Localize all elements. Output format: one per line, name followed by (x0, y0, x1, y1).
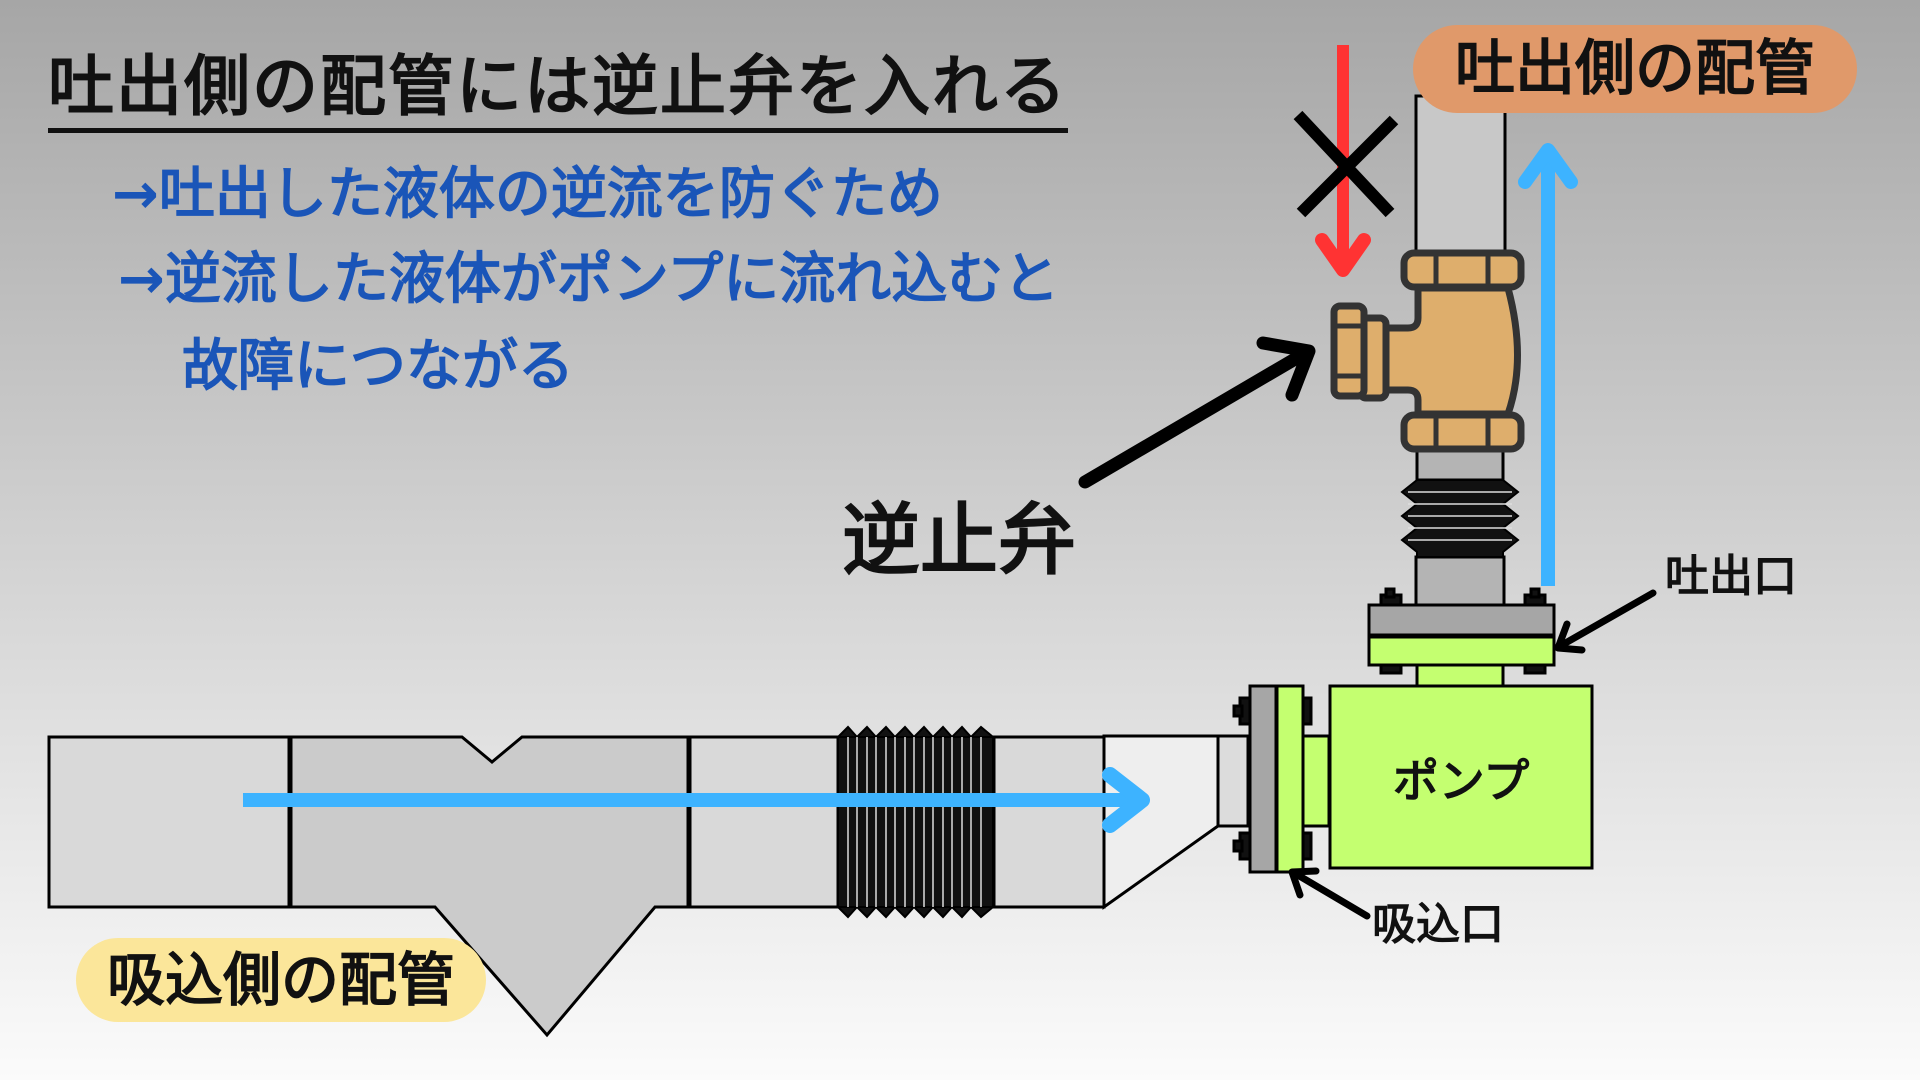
flow-up-arrow-icon (1518, 143, 1578, 586)
bullet-reason-2: →逆流した液体がポンプに流れ込むと (118, 247, 1060, 312)
reducer-neck (1216, 734, 1250, 828)
inlet-label: 吸込口 (1372, 899, 1504, 950)
check-valve-label: 逆止弁 (842, 496, 1077, 586)
suction-pipe-segment-1 (47, 735, 291, 909)
flow-right-arrow-icon (243, 767, 1150, 833)
page-title: 吐出側の配管には逆止弁を入れる (48, 46, 1068, 133)
bullet-reason-1: →吐出した液体の逆流を防ぐため (112, 162, 943, 227)
discharge-bellows (1400, 479, 1520, 558)
check-valve-callout-arrow (1078, 336, 1316, 489)
pump-body (1328, 684, 1594, 870)
outlet-callout-arrow (1554, 589, 1657, 654)
discharge-lower-piping (1400, 438, 1520, 607)
pump-label: ポンプ (1392, 754, 1530, 808)
pump (1328, 660, 1594, 870)
outlet-label: 吐出口 (1665, 551, 1797, 602)
discharge-flange (1367, 587, 1556, 675)
check-valve (1330, 249, 1525, 453)
suction-bellows (835, 725, 996, 919)
suction-piping (47, 725, 1250, 1038)
discharge-upper-pipe (1414, 94, 1507, 258)
bullet-reason-2-cont: 故障につながる (182, 334, 574, 399)
y-strainer (289, 735, 690, 1038)
suction-flange (1232, 684, 1331, 874)
suction-piping-badge: 吸込側の配管 (76, 938, 486, 1022)
suction-pipe-segment-3 (992, 735, 1106, 909)
inlet-callout-arrow (1288, 867, 1371, 920)
blocked-x-icon (1293, 110, 1399, 218)
discharge-piping-badge: 吐出側の配管 (1413, 25, 1857, 113)
suction-pipe-segment-2 (688, 735, 840, 909)
